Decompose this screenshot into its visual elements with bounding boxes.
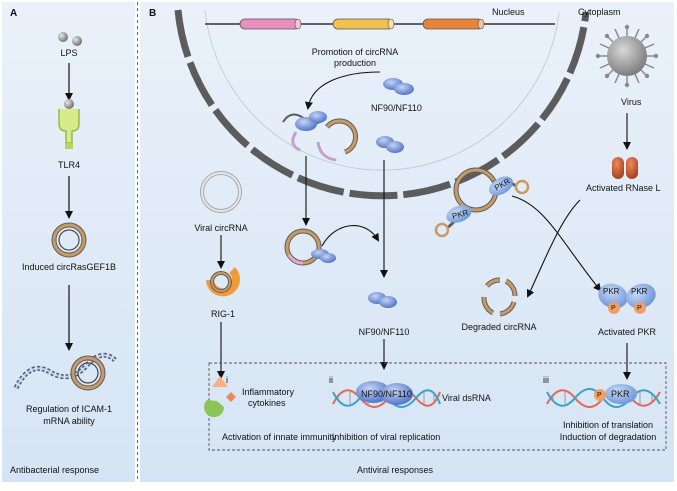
nucleus-label: Nucleus bbox=[492, 7, 525, 17]
degraded-circrna-label: Degraded circRNA bbox=[461, 322, 537, 332]
regulation-label-line1: Regulation of ICAM-1 bbox=[25, 404, 113, 414]
virus-icon bbox=[595, 24, 659, 88]
pkr-text-dsrna: PKR bbox=[611, 389, 630, 399]
induction-degradation-label: Induction of degradation bbox=[559, 432, 657, 442]
sub-i-label: i bbox=[226, 375, 228, 385]
nf90-protein-top-icon bbox=[383, 78, 414, 95]
antibacterial-footer: Antibacterial response bbox=[10, 465, 100, 475]
nf90-protein-cytoplasm-icon bbox=[368, 292, 397, 308]
viral-dsrna-nf90-icon bbox=[332, 381, 441, 408]
induced-circrasgef1b-label: Induced circRasGEF1B bbox=[21, 262, 117, 272]
panel-a-letter: A bbox=[10, 8, 18, 19]
tlr4-label: TLR4 bbox=[57, 160, 81, 170]
circrna-nf90-complex-icon bbox=[284, 228, 336, 266]
viral-circrna-label: Viral circRNA bbox=[194, 223, 248, 233]
inhibition-translation-label: Inhibition of translation bbox=[562, 420, 654, 430]
outcomes-box bbox=[208, 362, 667, 451]
antiviral-footer: Antiviral responses bbox=[356, 465, 434, 475]
nf90-nucleus-label: NF90/NF110 bbox=[371, 103, 422, 113]
viral-circrna-inner bbox=[201, 172, 241, 212]
panel-b-letter: B bbox=[149, 8, 157, 19]
lps-label: LPS bbox=[60, 48, 78, 58]
icam1-mrna-icon bbox=[13, 352, 117, 391]
p-text-dsrna: P bbox=[597, 392, 602, 399]
degraded-circrna-icon bbox=[481, 277, 518, 317]
inflammatory-label-line1: Inflammatory bbox=[242, 387, 295, 397]
sub-iii-label: iii bbox=[543, 375, 549, 385]
virus-label: Virus bbox=[621, 97, 642, 107]
inhibition-viral-label: Inhibition of viral replication bbox=[331, 432, 441, 442]
nuclear-membrane bbox=[174, 9, 590, 200]
pkr-text-activated-left: PKR bbox=[603, 287, 620, 296]
regulation-label-line2: mRNA ability bbox=[43, 416, 95, 426]
rnase-l-icon bbox=[612, 157, 638, 179]
arrow-rnase-degrade bbox=[526, 199, 581, 298]
rnase-label: Activated RNase L bbox=[586, 183, 661, 193]
inflammatory-cytokines-icon bbox=[204, 376, 236, 418]
nf90-protein-nucleus-icon bbox=[376, 136, 404, 153]
activation-innate-label: Activation of innate immunity bbox=[222, 432, 337, 442]
promotion-label-line1: Promotion of circRNA bbox=[311, 47, 399, 57]
viral-dsrna-label: Viral dsRNA bbox=[442, 393, 491, 403]
nf90-cytoplasm-label: NF90/NF110 bbox=[358, 327, 410, 337]
inflammatory-label-line2: cytokines bbox=[248, 398, 286, 408]
p-text-right: P bbox=[637, 305, 642, 312]
gene-pink-icon bbox=[239, 18, 302, 30]
nf90-dsrna-label: NF90/NF110 bbox=[361, 389, 412, 399]
circrna-pkr-complex-icon bbox=[434, 167, 530, 238]
activated-pkr-icon bbox=[598, 283, 656, 314]
dsrna-pkr-icon bbox=[546, 384, 661, 408]
back-splicing-complex-icon bbox=[282, 111, 359, 162]
rig1-label: RIG-1 bbox=[211, 309, 236, 319]
arrow-promotion bbox=[304, 71, 381, 110]
rig1-icon bbox=[206, 267, 240, 297]
lps-icon bbox=[58, 32, 82, 46]
gene-orange-icon bbox=[422, 18, 485, 30]
pkr-text-activated-right: PKR bbox=[631, 287, 648, 296]
circrasgef1b-ring-icon bbox=[51, 222, 87, 258]
arrow-to-activated-pkr bbox=[511, 195, 602, 292]
nucleus-inner-shade bbox=[204, 9, 560, 171]
tlr4-receptor-icon bbox=[58, 99, 80, 149]
promotion-label-line2: production bbox=[333, 58, 377, 68]
sub-ii-label: ii bbox=[329, 375, 333, 385]
p-text-left: P bbox=[611, 305, 616, 312]
cytoplasm-label: Cytoplasm bbox=[578, 7, 621, 17]
gene-yellow-icon bbox=[332, 18, 395, 30]
activated-pkr-label: Activated PKR bbox=[597, 327, 657, 337]
arrow-release-nf90 bbox=[321, 225, 380, 247]
